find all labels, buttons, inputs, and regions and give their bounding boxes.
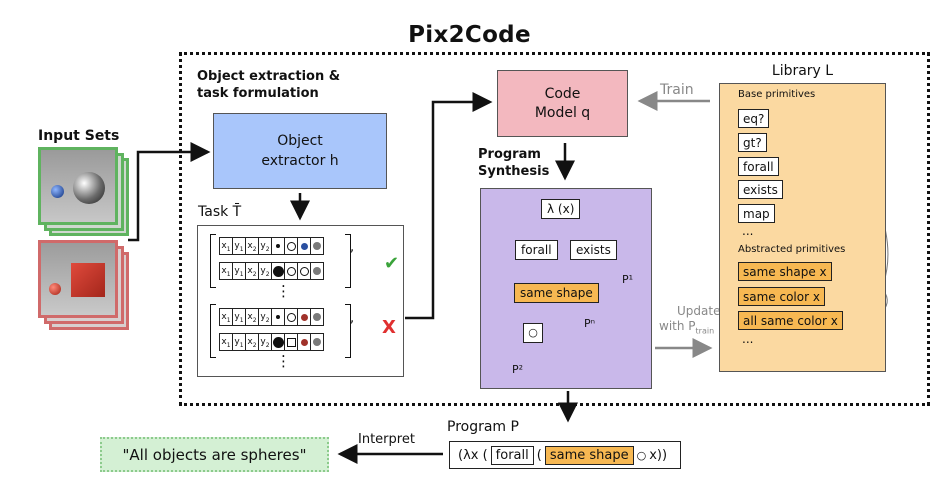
abstracted-ellipsis: ... bbox=[742, 332, 754, 346]
node-p2: P² bbox=[512, 363, 524, 376]
prim-same-shape: same shape x bbox=[738, 262, 832, 281]
object-extraction-heading: Object extraction & task formulation bbox=[197, 69, 341, 101]
vdots-1: ⋮ bbox=[276, 282, 291, 300]
negative-cross-icon: X bbox=[382, 317, 396, 338]
arrow-input-to-extractor bbox=[128, 142, 211, 242]
positive-check-icon: ✔ bbox=[384, 253, 400, 274]
program-same-shape: same shape bbox=[544, 445, 634, 465]
library-panel: Base primitives eq? gt? forall exists ma… bbox=[719, 83, 886, 372]
node-forall: forall bbox=[515, 240, 558, 260]
base-ellipsis: ... bbox=[742, 224, 754, 238]
node-pn: Pⁿ bbox=[584, 317, 596, 330]
cell-x1: x1 bbox=[219, 237, 233, 255]
prim-forall: forall bbox=[738, 157, 779, 176]
node-p1: P¹ bbox=[622, 273, 634, 286]
program-box: (λx ( forall ( same shape ○ x)) bbox=[449, 441, 681, 469]
pix2code-frame bbox=[179, 52, 930, 406]
interpretation-result: "All objects are spheres" bbox=[100, 437, 329, 472]
input-sets-label: Input Sets bbox=[38, 128, 120, 144]
update-label: Update with Ptrain bbox=[659, 304, 721, 336]
library-title: Library L bbox=[771, 63, 834, 79]
object-extractor-box: Object extractor h bbox=[213, 113, 387, 189]
interpret-label: Interpret bbox=[358, 432, 415, 447]
program-circle: ○ bbox=[636, 448, 647, 462]
prim-same-color: same color x bbox=[738, 287, 825, 306]
program-synthesis-heading: Program Synthesis bbox=[478, 147, 550, 179]
prim-exists: exists bbox=[738, 180, 783, 199]
node-lambda: λ (x) bbox=[541, 199, 581, 219]
prim-all-same-color: all same color x bbox=[738, 311, 843, 330]
prim-gt: gt? bbox=[738, 133, 767, 152]
diagram-title: Pix2Code bbox=[408, 22, 531, 48]
prim-map: map bbox=[738, 204, 775, 223]
task-label: Task T̄ bbox=[198, 204, 242, 220]
code-model-box: Code Model q bbox=[497, 70, 628, 137]
node-exists: exists bbox=[570, 240, 617, 260]
base-primitives-heading: Base primitives bbox=[738, 89, 816, 100]
prim-eq: eq? bbox=[738, 109, 770, 128]
node-circle: ○ bbox=[523, 323, 543, 343]
abstracted-primitives-heading: Abstracted primitives bbox=[738, 244, 846, 255]
program-forall: forall bbox=[490, 445, 534, 465]
train-label: Train bbox=[660, 82, 694, 98]
arrow-task-to-code-model bbox=[405, 92, 493, 320]
node-same-shape: same shape bbox=[514, 283, 599, 303]
program-synthesis-panel: λ (x) forall exists P¹ same shape Pⁿ ○ P… bbox=[480, 188, 652, 389]
program-label: Program P bbox=[447, 419, 519, 435]
vdots-2: ⋮ bbox=[276, 352, 291, 370]
